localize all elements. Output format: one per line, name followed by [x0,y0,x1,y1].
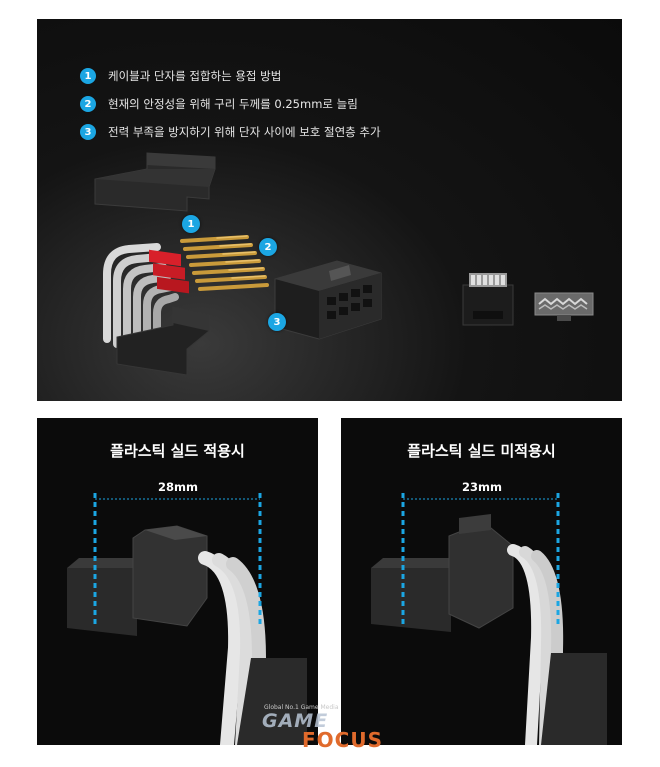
exploded-view-panel: 1 케이블과 단자를 접합하는 용접 방법 2 현재의 안정성을 위해 구리 두… [37,19,622,401]
number-badge: 1 [80,68,96,84]
feature-note-text: 케이블과 단자를 접합하는 용접 방법 [108,69,282,83]
red-weld-joints [149,249,189,294]
comparison-panel-without-shield: 플라스틱 실드 미적용시 23mm [341,418,622,745]
gold-terminal-pins [180,235,269,291]
feature-note: 3 전력 부족을 방지하기 위해 단자 사이에 보호 절연층 추가 [80,121,381,143]
connector-photo-without-shield [371,493,607,745]
feature-note-text: 전력 부족을 방지하기 위해 단자 사이에 보호 절연층 추가 [108,125,381,139]
number-badge: 2 [80,96,96,112]
connector-bottom-shell [116,306,210,376]
connector-housing [274,260,382,340]
callout-badge-1: 1 [182,215,200,233]
connector-top-view [534,292,594,321]
connector-photo-with-shield [67,493,307,745]
feature-notes-list: 1 케이블과 단자를 접합하는 용접 방법 2 현재의 안정성을 위해 구리 두… [80,65,381,149]
watermark-tagline: Global No.1 Game Media [264,704,339,711]
gold-pin-highlights [216,235,266,279]
callout-badge-2: 2 [259,238,277,256]
number-badge: 3 [80,124,96,140]
feature-note-text: 현재의 안정성을 위해 구리 두께를 0.25mm로 늘림 [108,97,358,111]
comparison-title: 플라스틱 실드 미적용시 [407,442,556,460]
connector-front-view [462,273,514,326]
feature-note: 2 현재의 안정성을 위해 구리 두께를 0.25mm로 늘림 [80,93,381,115]
width-dimension-label: 28mm [158,480,198,494]
watermark-word-focus: FOCUS [302,728,383,752]
connector-top-shell [94,152,216,212]
width-dimension-label: 23mm [462,480,502,494]
gamefocus-watermark: Global No.1 Game Media GAME FOCUS [258,704,408,754]
connector-exploded-illustration [94,152,594,376]
comparison-title: 플라스틱 실드 적용시 [110,442,245,460]
watermark-word-game: GAME [262,710,329,732]
callout-badge-3: 3 [268,313,286,331]
feature-note: 1 케이블과 단자를 접합하는 용접 방법 [80,65,381,87]
comparison-panel-with-shield: 플라스틱 실드 적용시 28mm [37,418,318,745]
